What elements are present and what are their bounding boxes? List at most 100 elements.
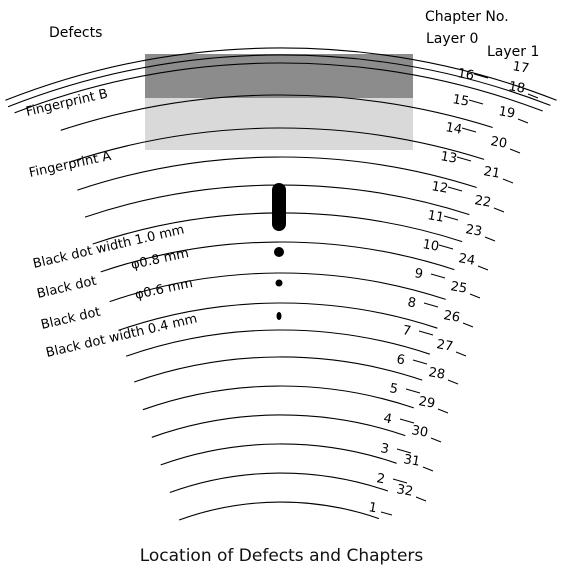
layer1-chapter-number: 23 — [464, 222, 483, 240]
defect-size-0-8: φ0.8 mm — [130, 246, 191, 273]
layer1-chapter-number: 30 — [410, 423, 429, 441]
layer1-chapter-number: 21 — [482, 164, 501, 182]
figure-caption: Location of Defects and Chapters — [139, 546, 424, 566]
outer-arc — [5, 47, 557, 101]
chapter-leader-line — [422, 466, 434, 472]
layer1-chapter-number: 29 — [417, 394, 436, 412]
chapter-leader-line — [455, 351, 467, 357]
layer0-chapter-number: 3 — [379, 441, 390, 457]
chapter-leader-line — [438, 244, 454, 250]
outer-arc — [14, 62, 543, 114]
chapter-leader-line — [405, 388, 421, 394]
chapter-leader-line — [456, 156, 472, 162]
layer1-chapter-number: 26 — [442, 308, 461, 326]
chapter-leader-line — [462, 322, 474, 328]
layer1-chapter-number: 28 — [427, 365, 446, 383]
layer0-chapter-number: 8 — [406, 295, 417, 311]
chapter-leader-line — [392, 478, 408, 484]
track-arc — [169, 472, 389, 494]
layer0-chapter-number: 10 — [421, 237, 440, 255]
chapter-leader-line — [447, 379, 459, 385]
track-arc — [151, 414, 406, 438]
chapter-leader-line — [430, 273, 446, 279]
chapter-leader-line — [380, 511, 393, 516]
layer0-heading: Layer 0 — [426, 31, 478, 47]
chapter-leader-line — [412, 359, 428, 365]
layer1-chapter-number: 22 — [473, 193, 492, 211]
outer-arc — [7, 54, 551, 108]
layer1-heading: Layer 1 — [487, 44, 539, 60]
layer0-chapter-number: 13 — [439, 149, 458, 167]
chapter-leader-line — [418, 330, 434, 336]
track-arc — [69, 127, 485, 163]
black-dots — [272, 183, 286, 320]
chapter-leader-line — [415, 496, 427, 502]
layer1-chapter-number: 18 — [507, 79, 526, 97]
layer0-chapter-number: 11 — [426, 208, 445, 226]
defect-label-black-dot-0-6: Black dot — [40, 305, 102, 333]
track-arc — [134, 356, 423, 383]
layer0-chapter-number: 15 — [451, 92, 470, 110]
chapter-leader-line — [473, 73, 489, 79]
fingerprint-a-region — [145, 98, 413, 150]
layer1-chapter-number: 20 — [489, 134, 508, 152]
layer0-chapter-number: 2 — [375, 471, 386, 487]
layer0-chapter-number: 1 — [367, 500, 378, 516]
layer1-chapter-number: 19 — [497, 104, 516, 122]
layer0-chapter-number: 12 — [430, 179, 449, 197]
chapter-leader-line — [484, 236, 496, 242]
chapter-heading: Chapter No. — [425, 9, 509, 25]
track-arc — [178, 501, 380, 521]
track-arc — [126, 329, 430, 357]
chapter-leader-line — [443, 215, 459, 221]
chapter-leader-line — [502, 178, 514, 184]
fingerprint-b-region — [145, 54, 413, 98]
track-arc — [142, 385, 414, 411]
layer1-chapter-number: 25 — [449, 279, 468, 297]
track-arc — [100, 241, 455, 273]
track-arc — [160, 443, 397, 466]
layer0-chapter-number: 7 — [401, 323, 412, 339]
chapter-leader-line — [527, 93, 539, 99]
chapter-leader-line — [493, 207, 505, 213]
track-arc — [60, 94, 493, 131]
chapter-leader-line — [477, 265, 489, 271]
chapter-leader-line — [423, 302, 439, 308]
layer1-chapter-number: 27 — [435, 337, 454, 355]
chapter-leader-line — [447, 186, 463, 192]
defect-label-black-dot-0-8: Black dot — [36, 274, 98, 302]
defect-size-0-6: φ0.6 mm — [134, 276, 195, 303]
track-arc — [118, 302, 438, 331]
layer0-chapter-number: 16 — [456, 66, 475, 84]
layer0-chapter-number: 6 — [395, 352, 406, 368]
defects-heading: Defects — [49, 25, 102, 41]
chapter-leader-line — [437, 408, 449, 414]
layer1-chapter-number: 24 — [457, 251, 476, 269]
layer0-chapter-number: 14 — [444, 120, 463, 138]
chapter-numbers: 1615141312111098765432117181920212223242… — [367, 59, 539, 516]
chapter-leader-line — [396, 448, 412, 454]
black-dot-0-8mm — [274, 247, 284, 257]
layer0-chapter-number: 4 — [382, 411, 393, 427]
chapter-leader-line — [461, 127, 477, 133]
chapter-leader-line — [430, 437, 442, 443]
chapter-leader-line — [509, 148, 521, 154]
chapter-leader-line — [517, 118, 529, 124]
track-arc — [77, 156, 477, 191]
black-dot-0-6mm — [275, 279, 283, 287]
black-dot-1-0mm — [272, 183, 286, 231]
layer0-chapter-number: 9 — [413, 266, 424, 282]
layer1-chapter-number: 32 — [395, 482, 414, 500]
black-dot-0-4mm — [276, 312, 282, 320]
layer0-chapter-number: 5 — [388, 381, 399, 397]
defect-label-fingerprint-a: Fingerprint A — [28, 149, 113, 181]
chapter-leader-line — [399, 418, 415, 424]
fingerprint-regions — [145, 54, 413, 150]
defect-label-fingerprint-b: Fingerprint B — [25, 86, 110, 119]
layer1-chapter-number: 31 — [402, 452, 421, 470]
layer1-chapter-number: 17 — [511, 59, 530, 77]
track-arc — [109, 272, 446, 303]
chapter-leader-line — [469, 293, 481, 299]
